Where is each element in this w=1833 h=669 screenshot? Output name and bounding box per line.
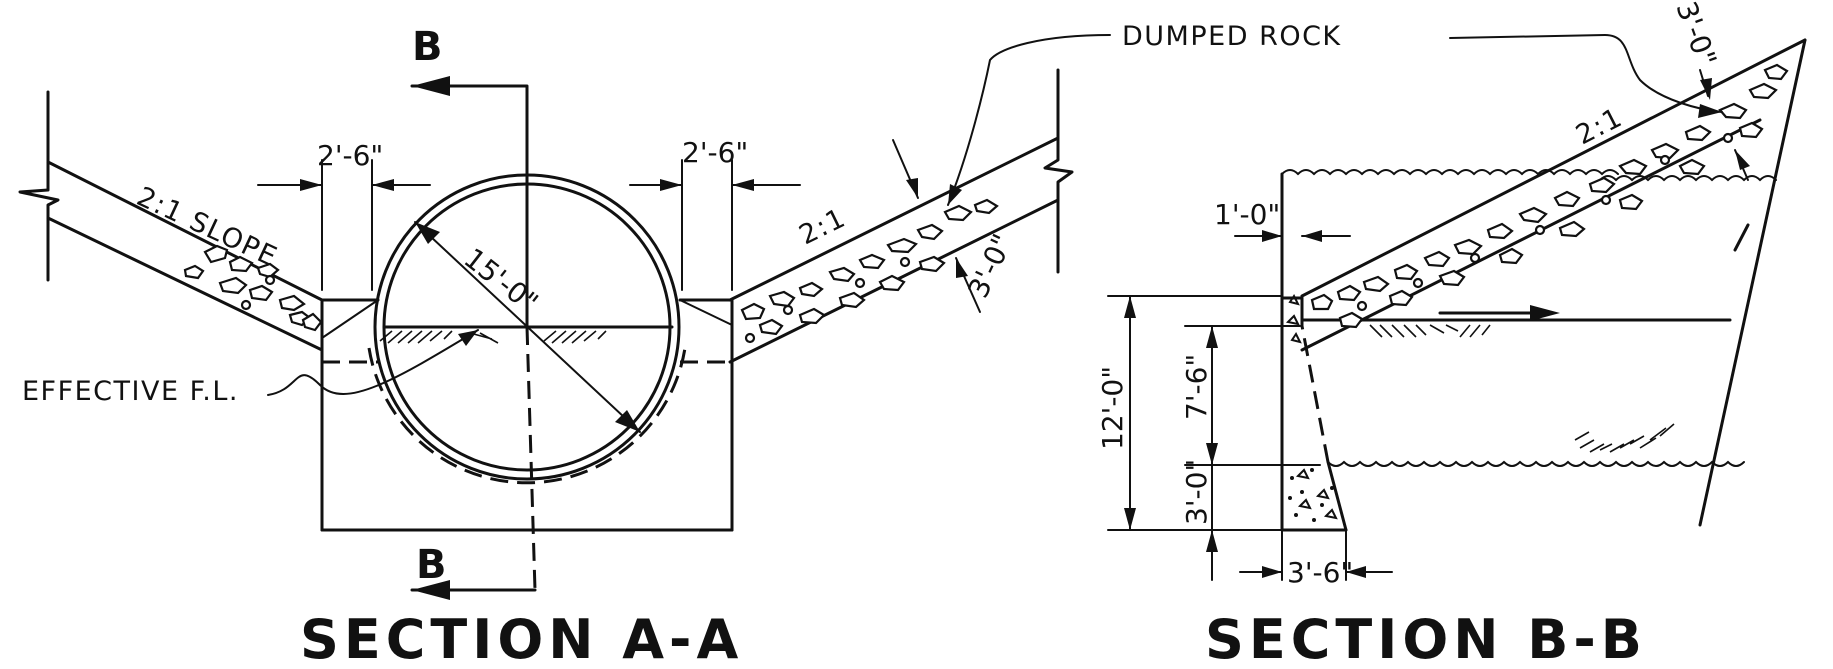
slope-rock-fill bbox=[1310, 63, 1789, 329]
left-wall-dimension bbox=[257, 159, 431, 291]
right-wall-dimension bbox=[629, 159, 801, 291]
wall-top-label: 1'-0" bbox=[1214, 198, 1280, 231]
height-label: 12'-0" bbox=[1096, 366, 1129, 450]
break-line-right bbox=[1043, 68, 1074, 274]
right-rock-fill bbox=[740, 198, 999, 344]
corrugated-top bbox=[1281, 169, 1619, 176]
cut-label-top: B bbox=[412, 24, 443, 70]
top-rock-thickness-label: 3'-0" bbox=[1669, 0, 1723, 71]
cut-line-b bbox=[410, 76, 537, 600]
diameter-label: 15'-0" bbox=[458, 242, 545, 320]
rock-label-leader bbox=[1449, 33, 1723, 113]
footing-height-label: 3'-0" bbox=[1180, 459, 1213, 525]
corrugated-bottom bbox=[1327, 460, 1745, 467]
section-b-title: SECTION B-B bbox=[1205, 608, 1647, 669]
cut-label-bottom: B bbox=[416, 542, 447, 588]
slope-label-b: 2:1 bbox=[1571, 102, 1628, 151]
left-slope-band bbox=[46, 160, 324, 352]
rock-label: DUMPED ROCK bbox=[1122, 21, 1342, 52]
opening-label: 7'-6" bbox=[1180, 354, 1213, 420]
footing-width-dimension bbox=[1239, 529, 1393, 581]
rock-thickness-label: 3'-0" bbox=[961, 229, 1019, 303]
opening-dimension bbox=[1184, 325, 1321, 581]
section-a-a: B B 15'-0" 2'-6" 2'-6" 2:1 bbox=[18, 24, 1111, 669]
left-rock-fill bbox=[183, 244, 323, 332]
right-wall-label: 2'-6" bbox=[682, 136, 748, 169]
embankment-slope bbox=[1300, 38, 1807, 527]
wall-top-dimension bbox=[1234, 230, 1351, 242]
flowline-label: EFFECTIVE F.L. bbox=[22, 376, 239, 407]
height-dimension bbox=[1107, 295, 1283, 531]
break-line-left bbox=[18, 90, 60, 282]
flowline-leader bbox=[267, 329, 479, 396]
corrugated-top-right bbox=[1599, 175, 1777, 182]
diameter-dimension bbox=[414, 221, 641, 433]
left-wall-label: 2'-6" bbox=[317, 139, 383, 172]
footing-width-label: 3'-6" bbox=[1287, 556, 1353, 589]
water-surface-b bbox=[1300, 305, 1732, 453]
rock-thickness-dimension bbox=[892, 139, 981, 313]
section-a-title: SECTION A-A bbox=[300, 608, 743, 669]
footing-stipple bbox=[1285, 294, 1338, 522]
headwall-box bbox=[320, 298, 734, 532]
rock-leader bbox=[947, 34, 1111, 206]
section-b-b: 12'-0" 7'-6" 3'-0" 1'-0" bbox=[1096, 0, 1807, 669]
left-slope-label: 2:1 SLOPE bbox=[132, 181, 282, 273]
